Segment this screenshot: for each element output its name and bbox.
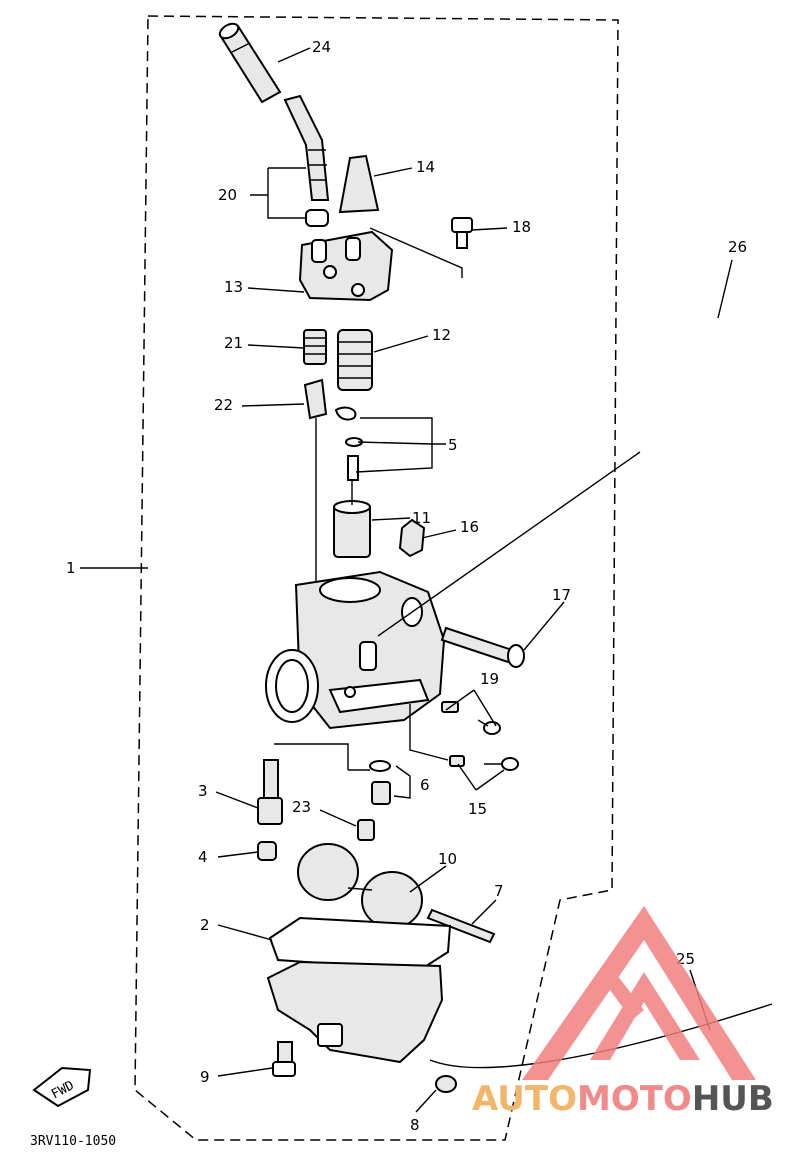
label-1: 1	[66, 559, 76, 577]
label-23: 23	[292, 798, 311, 816]
label-16: 16	[460, 518, 479, 536]
label-19: 19	[480, 670, 499, 688]
part-2-gasket	[268, 916, 452, 972]
label-10: 10	[438, 850, 457, 868]
part-7-float-pin	[426, 908, 496, 944]
part-3-jet-holder	[257, 759, 283, 825]
label-18: 18	[512, 218, 531, 236]
watermark-m-shape	[570, 966, 644, 1024]
label-22: 22	[214, 396, 233, 414]
label-5: 5	[448, 436, 458, 454]
label-7: 7	[494, 882, 504, 900]
label-4: 4	[198, 848, 208, 866]
watermark-triangle-inner	[590, 972, 700, 1060]
drawing-code: 3RV110-1050	[30, 1134, 116, 1149]
part-6-jet	[369, 760, 391, 805]
label-8: 8	[410, 1116, 420, 1134]
label-6: 6	[420, 776, 430, 794]
carburetor-body	[265, 570, 446, 730]
label-17: 17	[552, 586, 571, 604]
fwd-arrow	[32, 1066, 92, 1108]
label-21: 21	[224, 334, 243, 352]
part-14-rubber-boot	[338, 154, 380, 214]
part-11-throttle-valve	[333, 480, 371, 558]
label-12: 12	[432, 326, 451, 344]
watermark-logo	[522, 906, 756, 1080]
part-24-tube-cap	[218, 22, 282, 104]
part-5-needle-clip	[334, 406, 363, 481]
part-20-cable-guide	[283, 94, 330, 227]
part-12-spring	[337, 329, 373, 391]
watermark-hub: HUB	[692, 1079, 774, 1119]
leader-lines	[80, 47, 733, 1113]
label-2: 2	[200, 916, 210, 934]
label-11: 11	[412, 509, 431, 527]
part-23-jet	[357, 819, 375, 841]
part-labels: 24 14 20 18 26 13 12 21 22 5 11 16 1 17 …	[66, 38, 747, 1134]
part-16-nut	[398, 518, 426, 558]
label-26: 26	[728, 238, 747, 256]
part-22-plunger	[303, 378, 328, 590]
label-15: 15	[468, 800, 487, 818]
part-4-pilot-jet	[257, 841, 277, 861]
watermark-triangle-outer	[522, 906, 756, 1080]
part-21-spring	[303, 329, 327, 365]
part-26-fuel-hose	[638, 316, 745, 574]
label-24: 24	[312, 38, 331, 56]
assembly-boundary	[134, 15, 619, 1141]
watermark-auto: AUTO	[472, 1079, 577, 1119]
label-13: 13	[224, 278, 243, 296]
watermark-text: AUTOMOTOHUB	[472, 1079, 774, 1119]
watermark-moto: MOTO	[577, 1079, 692, 1119]
label-20: 20	[218, 186, 237, 204]
part-8-drain-screw	[435, 1075, 457, 1093]
part-10-float	[297, 843, 423, 929]
part-18-screw	[451, 217, 473, 249]
part-15-screw-set	[449, 755, 519, 771]
part-13-carb-top	[298, 230, 394, 302]
label-14: 14	[416, 158, 435, 176]
part-9-screw	[272, 1041, 296, 1077]
label-9: 9	[200, 1068, 210, 1086]
label-3: 3	[198, 782, 208, 800]
part-17-screw	[440, 626, 525, 668]
float-bowl	[266, 960, 444, 1064]
